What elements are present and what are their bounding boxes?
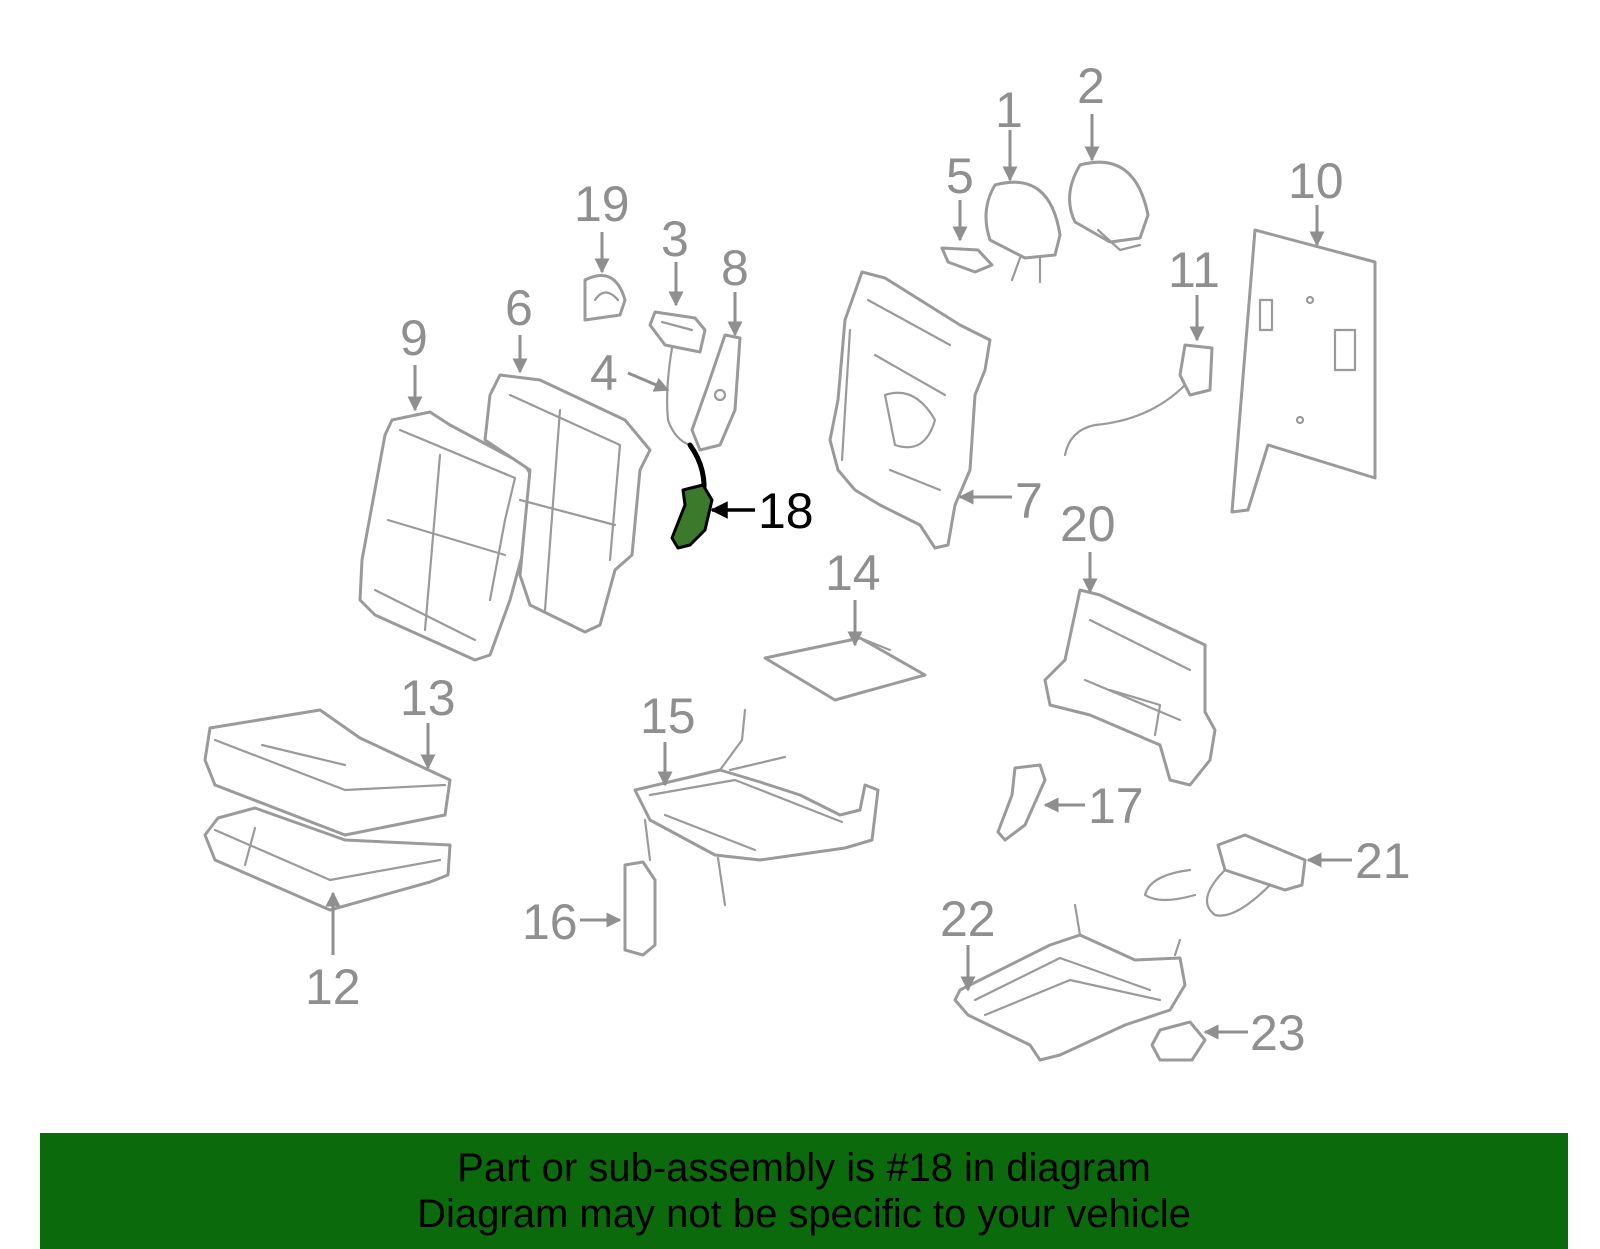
- part-2-headrest[interactable]: [1068, 160, 1150, 252]
- banner-line-1: Part or sub-assembly is #18 in diagram: [457, 1146, 1151, 1190]
- part-21-handle-cable[interactable]: [1143, 833, 1307, 917]
- part-18-highlighted[interactable]: [670, 442, 714, 550]
- callout-23: 23: [1250, 1005, 1306, 1061]
- part-17-trim-piece[interactable]: [996, 763, 1047, 842]
- callout-18: 18: [758, 483, 814, 539]
- callout-1: 1: [995, 82, 1023, 138]
- callout-16: 16: [522, 894, 578, 950]
- part-10-rear-panel[interactable]: [1230, 228, 1377, 514]
- part-13-cushion-pad[interactable]: [203, 708, 452, 837]
- part-6-seatback-pad[interactable]: [483, 373, 652, 634]
- part-16-bracket[interactable]: [623, 860, 657, 957]
- part-15-cushion-frame[interactable]: [633, 708, 880, 907]
- part-8-hinge-bracket[interactable]: [690, 333, 742, 452]
- part-19-hinge-cover[interactable]: [583, 274, 627, 322]
- callout-12: 12: [305, 959, 361, 1015]
- callout-2: 2: [1077, 58, 1105, 114]
- callout-4: 4: [590, 345, 618, 401]
- callout-8: 8: [721, 240, 749, 296]
- part-5-headrest-guide[interactable]: [940, 246, 994, 274]
- part-9-seatback-cover[interactable]: [358, 410, 542, 662]
- callout-22: 22: [940, 891, 996, 947]
- callout-17: 17: [1088, 778, 1144, 834]
- callout-10: 10: [1288, 153, 1344, 209]
- callout-11: 11: [1168, 242, 1220, 298]
- banner-line-2: Diagram may not be specific to your vehi…: [417, 1192, 1191, 1236]
- callout-6: 6: [505, 280, 533, 336]
- callout-15: 15: [640, 688, 696, 744]
- callout-3: 3: [661, 211, 689, 267]
- part-20-bracket-panel[interactable]: [1043, 588, 1217, 787]
- part-4-release-cable[interactable]: [666, 346, 692, 447]
- part-14-cover-panel[interactable]: [763, 636, 927, 702]
- part-1-headrest[interactable]: [984, 180, 1062, 284]
- callout-13: 13: [400, 670, 456, 726]
- part-23-cover[interactable]: [1150, 1020, 1207, 1062]
- callout-7: 7: [1015, 473, 1043, 529]
- callout-9: 9: [400, 310, 428, 366]
- part-12-cushion-cover[interactable]: [203, 806, 452, 912]
- part-3-release-handle[interactable]: [648, 310, 707, 354]
- callout-labels: 1 2 3 4 5 6 7 8 9 10 11 12 13 14 15 16 1…: [305, 58, 1411, 1061]
- callout-5: 5: [946, 148, 974, 204]
- info-banner: Part or sub-assembly is #18 in diagram D…: [40, 1133, 1568, 1249]
- callout-14: 14: [825, 545, 881, 601]
- leader-arrows: [325, 114, 1352, 1040]
- part-11-release-switch[interactable]: [1063, 343, 1214, 457]
- part-22-seat-track[interactable]: [953, 903, 1187, 1062]
- part-7-seatback-frame[interactable]: [828, 270, 992, 550]
- callout-21: 21: [1355, 833, 1411, 889]
- callout-19: 19: [574, 176, 630, 232]
- callout-20: 20: [1060, 496, 1116, 552]
